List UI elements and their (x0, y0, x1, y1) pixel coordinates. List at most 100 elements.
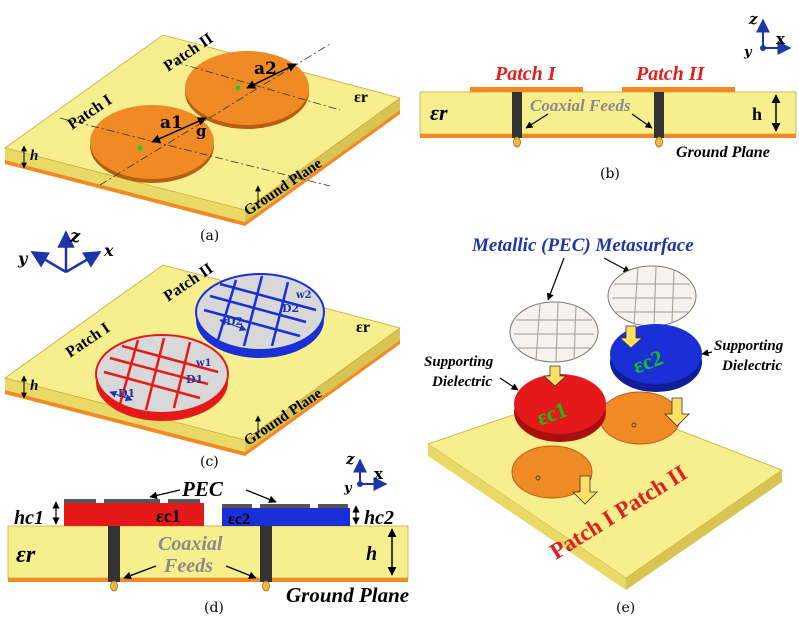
patch-2-label-b: Patch II (635, 63, 706, 85)
pec-label-d: PEC (181, 477, 224, 501)
dielectric-1-d (64, 503, 204, 526)
meta-grid-1-e (509, 301, 599, 363)
feed-dot-2-e (631, 422, 637, 428)
feed-2-d (260, 526, 272, 582)
feed-1-d (108, 526, 120, 582)
feed-dot-2-a (235, 85, 241, 91)
substrate-side-a (5, 148, 245, 222)
meta-grid-1-lines (514, 301, 594, 363)
axis-z-label-b: z (748, 10, 758, 28)
meta-arrow-1-e (546, 257, 565, 301)
feed-1-b-bottom (513, 136, 521, 148)
substrate-side-c (5, 378, 245, 452)
epsc1-label-d: εc1 (156, 506, 181, 526)
substrate-side-right-e (626, 470, 782, 590)
axis-x-label-c: x (103, 241, 114, 260)
feed-2-b-bottom (655, 136, 663, 148)
g-label: g (196, 122, 207, 140)
hc2-label-d: hc2 (364, 507, 394, 529)
hc1-label-d: hc1 (14, 507, 44, 529)
down-arrow-2-e (618, 325, 644, 349)
centerline-1 (59, 117, 331, 187)
panel-c: z x y D1 D1 D2 (4, 226, 401, 470)
w1-label: w1 (195, 358, 212, 369)
support-right-1-e: Supporting (714, 338, 784, 354)
substrate-side-e (428, 444, 626, 590)
axis-y-c (30, 250, 67, 274)
panel-b: z x y Patch I Patch II Coaxial Feeds εr … (419, 10, 797, 182)
dielectric-1-e (514, 374, 606, 434)
feed-1-b (512, 92, 522, 138)
feeds-label-2-d: Feeds (163, 555, 213, 577)
pec-2b-d (260, 504, 310, 508)
patch-1-e (511, 445, 593, 499)
pec-2a-d (222, 504, 252, 508)
support-left-2-e: Dielectric (431, 374, 492, 390)
h-label-d: h (366, 543, 377, 565)
axis-z-label-c: z (69, 226, 81, 247)
ground-label-d: Ground Plane (286, 583, 409, 607)
axis-y-label-d: y (343, 481, 353, 496)
epsr-label-d: εr (16, 542, 36, 568)
d2-label-2: D2 (282, 302, 299, 315)
feed-dot-1-a (137, 145, 143, 151)
ground-d (8, 578, 408, 582)
feeds-label-b: Coaxial Feeds (530, 96, 631, 115)
panel-a: a1 a2 g Patch I Patch II εr h Ground Pla… (4, 30, 401, 244)
feeds-arrow-1-b (525, 113, 549, 129)
caption-e: (e) (616, 600, 635, 616)
meta-grid-2-lines (612, 265, 692, 327)
ground-label-b: Ground Plane (676, 144, 770, 161)
caption-d: (d) (204, 600, 224, 616)
a2-label: a2 (254, 59, 277, 79)
pec-arrow-1-d (149, 489, 181, 500)
substrate-side-right-a (245, 98, 400, 222)
pec-1a-d (64, 499, 96, 503)
panel-e: Metallic (PEC) Metasurface (424, 235, 784, 616)
panel-d: z x y PEC εc1 εc2 hc1 hc2 εr Coaxial Fee… (7, 450, 409, 616)
w2-label: w2 (295, 290, 312, 301)
h-label-b: h (752, 104, 762, 124)
d1-label-2: D1 (186, 373, 203, 386)
d2-label: D2 (226, 315, 243, 328)
pec-2c-d (318, 504, 348, 508)
meta-grid-2-e (607, 265, 697, 327)
dielectric-2-d (222, 508, 350, 526)
axis-y-b (760, 45, 766, 51)
feeds-arrow-2-b (631, 113, 653, 129)
ground-edge-a (5, 110, 400, 226)
axis-x-label-b: x (776, 30, 786, 48)
support-right-2-e: Dielectric (721, 358, 782, 374)
ground-edge-c (5, 340, 400, 456)
substrate-side-right-c (245, 328, 400, 452)
support-left-arrow-e (499, 377, 519, 391)
down-arrow-1-e (542, 365, 568, 387)
epsc2-label-d: εc2 (228, 511, 250, 528)
feed-2-d-bottom (262, 580, 270, 592)
epsr-label-b: εr (430, 100, 448, 125)
metasurface-label-e: Metallic (PEC) Metasurface (471, 235, 694, 256)
support-left-1-e: Supporting (424, 354, 494, 370)
epsr-label-c: εr (356, 319, 370, 336)
h-label-c: h (30, 378, 38, 394)
a2-arrow (246, 63, 297, 89)
axis-y-label-c: y (17, 249, 29, 268)
pec-1c-d (168, 499, 200, 503)
axis-y-d (357, 481, 363, 487)
d1-label: D1 (118, 387, 135, 400)
a1-arrow (151, 117, 207, 143)
h-label-a: h (30, 148, 38, 164)
feed-1-d-bottom (110, 580, 118, 592)
feeds-arrow-2-d (225, 565, 257, 580)
feeds-arrow-1-d (123, 565, 157, 580)
patch-1-b (470, 87, 583, 92)
axis-x-label-d: x (374, 465, 384, 483)
meta-arrow-2-e (603, 257, 631, 273)
feed-2-b (654, 92, 664, 138)
caption-b: (b) (600, 166, 620, 182)
caption-c: (c) (200, 454, 219, 470)
patch-1-label-b: Patch I (494, 63, 557, 85)
feeds-label-1-d: Coaxial (158, 533, 223, 555)
